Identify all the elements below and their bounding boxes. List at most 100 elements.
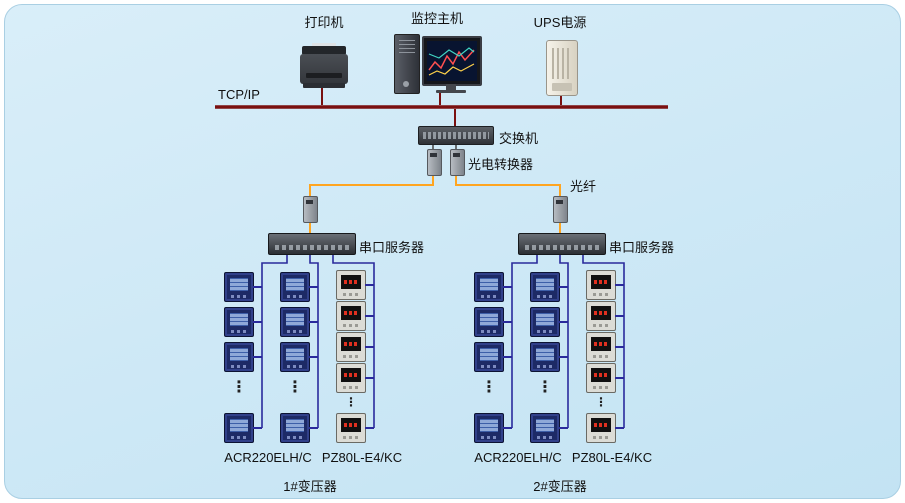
pz80l-meter [336,270,374,300]
meter-display [230,348,248,361]
monitor-stand [446,84,456,90]
acr220-meter [224,342,262,372]
printer-output-slot [306,73,342,78]
meter-display [286,419,304,432]
serial-server-2-label: 串口服务器 [609,240,675,255]
acr220-meter [474,413,512,443]
printer-lid [302,46,346,55]
scada-screen [427,41,477,81]
acr220-meter [474,342,512,372]
serial-server-1-label: 串口服务器 [359,240,425,255]
pz80l-meter [336,332,374,362]
serial-server-1-ports [275,245,349,250]
meter-buttons [343,355,359,358]
continuation-dots: ⋮ [345,395,357,409]
acr220-meter [280,272,318,302]
scada-screen-graphic [428,47,475,76]
meter-display [341,418,361,432]
meter-buttons [481,365,497,368]
tower-power-button [403,81,409,87]
meter-display [341,275,361,289]
meter-buttons [537,365,553,368]
tower-vents [399,40,415,54]
meter-buttons [593,355,609,358]
meter-buttons [593,386,609,389]
host-monitor [422,36,482,86]
continuation-dots: ⋮ [537,379,553,396]
pz80l-meter [336,301,374,331]
printer-base [303,83,345,88]
meter-display [341,368,361,382]
printer-label: 打印机 [304,15,344,30]
meter-buttons [593,436,609,439]
optical-converter-a [427,149,442,176]
pz80l-meter [586,301,624,331]
acr220-meter [474,307,512,337]
ups-device [546,40,578,96]
meter-buttons [537,295,553,298]
meter-buttons [343,324,359,327]
acr220-meter [280,342,318,372]
acr220-meter [530,272,568,302]
meter-buttons [231,436,247,439]
meter-buttons [231,365,247,368]
acr220-meter [530,342,568,372]
meter-display [591,368,611,382]
optical-converter-right [553,196,568,223]
host-tower [394,34,420,94]
pz80l-meter [336,363,374,393]
acr220-meter [474,272,512,302]
meter-display [480,313,498,326]
meter-display [341,306,361,320]
meter-display [480,348,498,361]
meter-display [230,419,248,432]
serial-server-2 [518,233,606,255]
g2-pz-label: PZ80L-E4/KC [571,450,653,465]
meter-display [536,278,554,291]
ups-panel [552,83,572,91]
meter-buttons [231,295,247,298]
g1-acr-label: ACR220ELH/C [224,450,312,465]
optical-converter-b [450,149,465,176]
meter-buttons [287,436,303,439]
meter-buttons [481,295,497,298]
meter-buttons [537,330,553,333]
meter-display [591,337,611,351]
pz80l-meter [336,413,374,443]
ethernet-switch [418,126,494,145]
meter-display [230,313,248,326]
acr220-meter [224,307,262,337]
switch-label: 交换机 [499,131,539,146]
ups-vents [552,48,572,79]
pz80l-meter [586,363,624,393]
acr220-meter [224,413,262,443]
meter-buttons [343,436,359,439]
continuation-dots: ⋮ [287,379,303,396]
acr220-meter [280,307,318,337]
meter-buttons [343,386,359,389]
converter-label: 光电转换器 [468,157,534,172]
meter-display [286,348,304,361]
meter-display [536,313,554,326]
g1-pz-label: PZ80L-E4/KC [321,450,403,465]
meter-buttons [481,330,497,333]
meter-buttons [287,365,303,368]
pz80l-meter [586,270,624,300]
meter-buttons [593,293,609,296]
g2-acr-label: ACR220ELH/C [474,450,562,465]
printer-paper [312,43,336,48]
printer-body [300,54,348,84]
tcpip-label: TCP/IP [218,87,260,102]
pz80l-meter [586,332,624,362]
meter-display [230,278,248,291]
acr220-meter [530,413,568,443]
transformer-1-label: 1#变压器 [283,479,337,494]
continuation-dots: ⋮ [595,395,607,409]
switch-ports [423,132,489,139]
meter-buttons [287,295,303,298]
transformer-2-label: 2#变压器 [533,479,587,494]
acr220-meter [280,413,318,443]
serial-server-1 [268,233,356,255]
pz80l-meter [586,413,624,443]
